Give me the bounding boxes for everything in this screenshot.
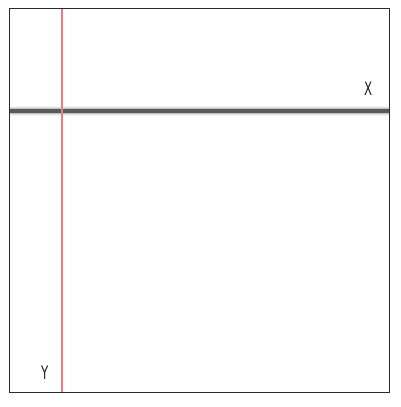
x-axis-line: [10, 109, 389, 113]
diagram-frame: [9, 8, 390, 393]
y-axis-line: [61, 9, 63, 392]
y-axis-label: Y: [41, 362, 49, 384]
x-axis-label: X: [364, 78, 373, 100]
